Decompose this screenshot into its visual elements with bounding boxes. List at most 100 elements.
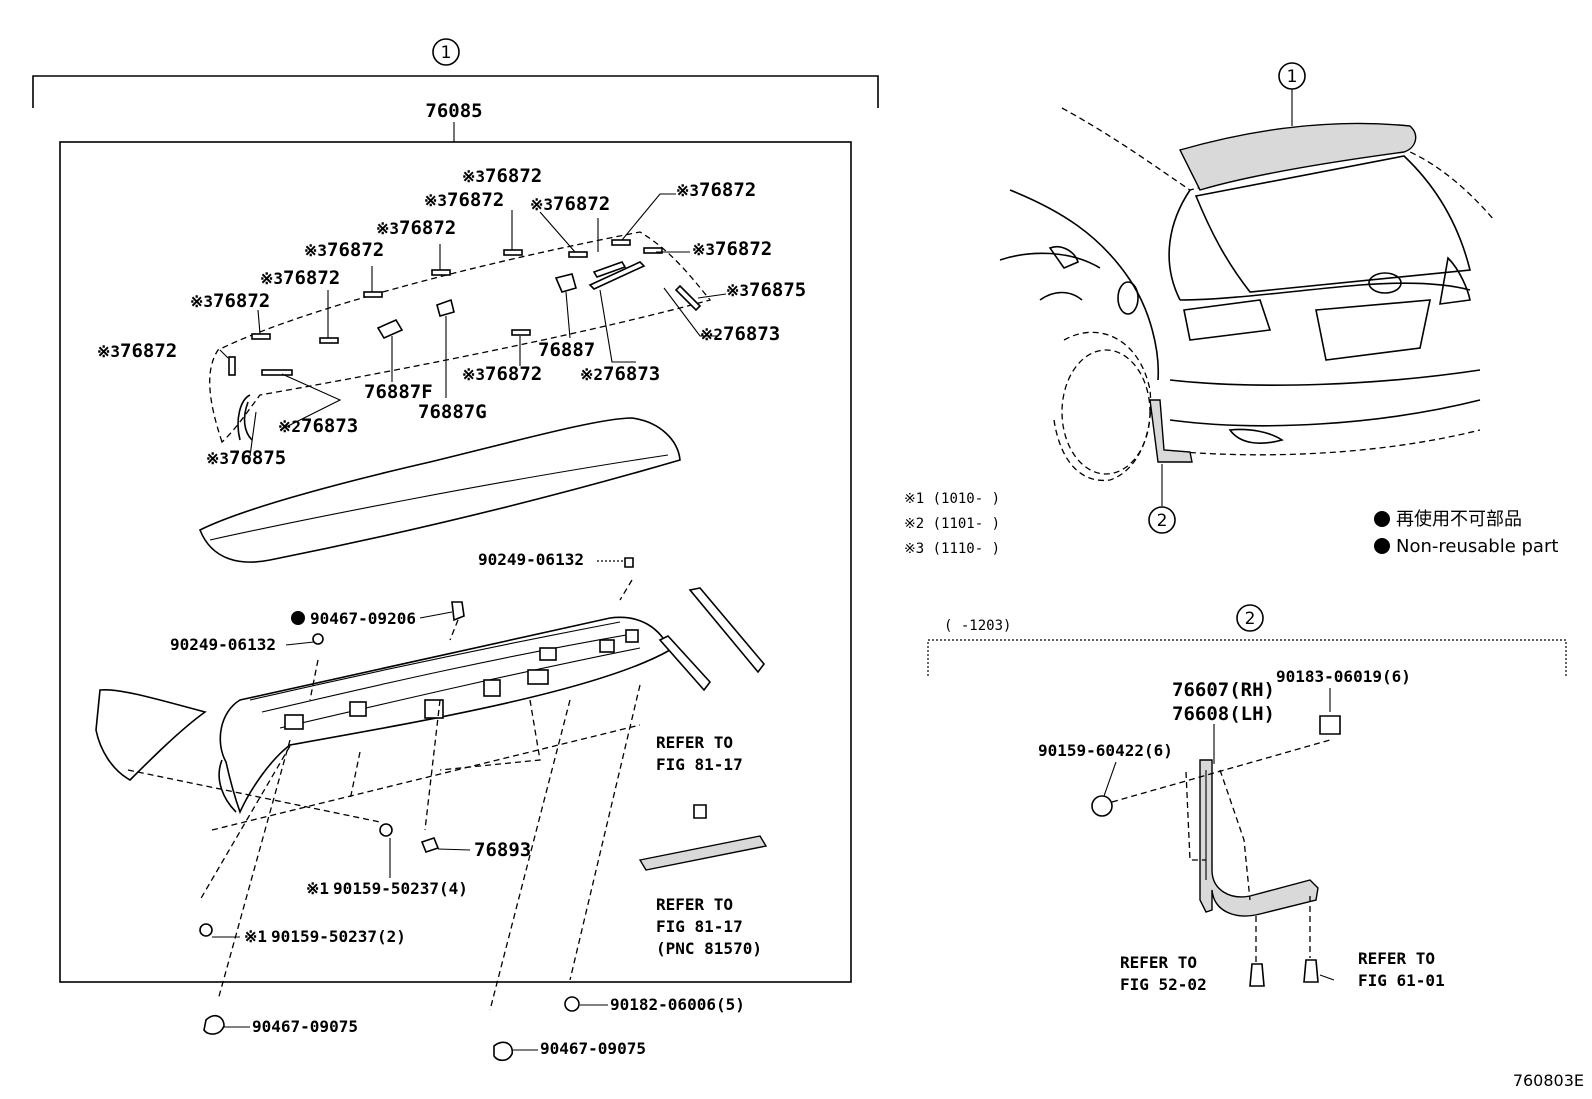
spoiler-cover[interactable] (198, 417, 681, 563)
bolt-right[interactable] (1303, 959, 1319, 983)
tape-pad[interactable] (363, 291, 383, 298)
reflector (1228, 428, 1284, 444)
license-plate-area (1315, 299, 1432, 361)
label-76873-left[interactable]: ※276873 (278, 415, 358, 437)
tape-pad[interactable] (611, 239, 631, 246)
tail-light-left (1183, 299, 1272, 341)
assembly-bracket (32, 75, 879, 108)
tape-strip-small[interactable] (592, 261, 627, 278)
label-90249-06132-left[interactable]: 90249-06132 (170, 635, 276, 654)
clip-90159[interactable] (1091, 795, 1113, 817)
diagram-id: 760803E (1513, 1071, 1584, 1090)
label-76872-d[interactable]: ※376872 (304, 239, 384, 261)
seal-strip-right[interactable] (674, 284, 702, 312)
note-3: ※3 (1110- ) (904, 541, 1000, 557)
spoiler-upper-shell (209, 231, 712, 444)
screw-90183[interactable] (1319, 715, 1341, 735)
label-76608-lh[interactable]: 76608(LH) (1172, 703, 1275, 725)
label-76872-b[interactable]: ※376872 (190, 290, 270, 312)
door-handle (1048, 246, 1079, 269)
tape-pad[interactable] (503, 249, 523, 256)
callout-1-vehicle[interactable]: 1 (1278, 62, 1306, 90)
label-90467-09075-bottom[interactable]: 90467-09075 (540, 1039, 646, 1058)
bolt-left[interactable] (1249, 963, 1265, 987)
callout-2-section[interactable]: 2 (1236, 604, 1264, 632)
callout-2-vehicle[interactable]: 2 (1148, 506, 1176, 534)
label-76872-e[interactable]: ※376872 (376, 217, 456, 239)
refer-61-01-line1[interactable]: REFER TO (1358, 949, 1435, 968)
refer-52-02-line1[interactable]: REFER TO (1120, 953, 1197, 972)
label-90467-09206[interactable]: 90467-09206 (310, 609, 416, 628)
left-end-cap[interactable] (95, 688, 207, 781)
refer-81-17-a-line2[interactable]: FIG 81-17 (656, 755, 743, 774)
refer-81-17-a-line1[interactable]: REFER TO (656, 733, 733, 752)
label-90182-06006[interactable]: 90182-06006(5) (610, 995, 745, 1014)
refer-61-01-line2[interactable]: FIG 61-01 (1358, 971, 1445, 990)
wheel (1061, 349, 1151, 475)
refer-81-17-b-line1[interactable]: REFER TO (656, 895, 733, 914)
assembly-part-number[interactable]: 76085 (425, 100, 482, 122)
emblem (1368, 272, 1402, 294)
label-76872-h[interactable]: ※376872 (530, 193, 610, 215)
refer-81-17-b-line2[interactable]: FIG 81-17 (656, 917, 743, 936)
seal-strip-left[interactable] (243, 401, 253, 441)
label-76607-rh[interactable]: 76607(RH) (1172, 679, 1275, 701)
label-76872-a[interactable]: ※376872 (97, 340, 177, 362)
mudguard-section: ( -1203) 2 76607(RH) 76608(LH) 90183-060… (927, 604, 1567, 994)
vehicle-rear-view: 1 2 (999, 62, 1495, 534)
spoiler-inner-frame[interactable] (218, 616, 672, 815)
part-76887f[interactable] (376, 318, 404, 340)
spoiler-leader-lines (219, 193, 727, 457)
tape-pad[interactable] (643, 247, 663, 254)
tape-pad[interactable] (568, 251, 588, 258)
right-bracket[interactable] (688, 587, 766, 674)
tape-pad[interactable] (319, 337, 339, 344)
spoiler-labels: ※376872 ※376872 ※376872 ※376872 ※376872 … (97, 165, 806, 469)
vehicle-mudguard[interactable] (1149, 399, 1193, 463)
tape-pad[interactable] (511, 329, 531, 336)
label-90467-09075-left[interactable]: 90467-09075 (252, 1017, 358, 1036)
label-76872-g[interactable]: ※376872 (462, 165, 542, 187)
vehicle-spoiler[interactable] (1178, 122, 1417, 191)
label-76893[interactable]: 76893 (474, 839, 531, 861)
label-76872-k[interactable]: ※376872 (462, 363, 542, 385)
label-76875-right[interactable]: ※376875 (726, 279, 806, 301)
legend-dot-jp (1374, 511, 1390, 527)
label-76873-right[interactable]: ※276873 (700, 323, 780, 345)
tail-light-right (1439, 256, 1471, 305)
part-76887g[interactable] (436, 298, 455, 317)
label-90183-06019[interactable]: 90183-06019(6) (1276, 667, 1411, 686)
label-90249-06132-top[interactable]: 90249-06132 (478, 550, 584, 569)
serial-notes: ※1 (1010- ) ※2 (1101- ) ※3 (1110- ) (904, 491, 1000, 557)
spoiler-cover-edge (209, 454, 669, 541)
refer-81-17-b-line3[interactable]: (PNC 81570) (656, 939, 762, 958)
tape-pad[interactable] (251, 333, 271, 340)
label-76872-j[interactable]: ※376872 (692, 238, 772, 260)
svg-text:1: 1 (441, 43, 452, 63)
tape-strip[interactable] (261, 369, 293, 376)
label-76887f[interactable]: 76887F (364, 381, 433, 403)
tape-pad-vertical[interactable] (228, 356, 236, 376)
legend-en: Non-reusable part (1396, 536, 1558, 557)
refer-52-02-line2[interactable]: FIG 52-02 (1120, 975, 1207, 994)
right-end-strip[interactable] (658, 635, 712, 692)
mudguard-part[interactable] (1199, 759, 1319, 917)
label-76872-i[interactable]: ※376872 (676, 179, 756, 201)
label-76875-left[interactable]: ※376875 (206, 447, 286, 469)
legend-dot-en (1374, 538, 1390, 554)
tape-strip-diagonal[interactable] (588, 261, 646, 290)
assembly-frame (59, 141, 852, 983)
mudguard-range: ( -1203) (944, 618, 1011, 634)
note-2: ※2 (1101- ) (904, 516, 1000, 532)
callout-1-top[interactable]: 1 (432, 38, 460, 66)
label-76872-c[interactable]: ※376872 (260, 267, 340, 289)
label-76887[interactable]: 76887 (538, 339, 595, 361)
label-76887g[interactable]: 76887G (418, 401, 487, 423)
label-76872-f[interactable]: ※376872 (424, 189, 504, 211)
tape-pad[interactable] (431, 269, 451, 276)
label-90159-60422[interactable]: 90159-60422(6) (1038, 741, 1173, 760)
label-76873-mid[interactable]: ※276873 (580, 363, 660, 385)
part-76887[interactable] (554, 273, 577, 293)
